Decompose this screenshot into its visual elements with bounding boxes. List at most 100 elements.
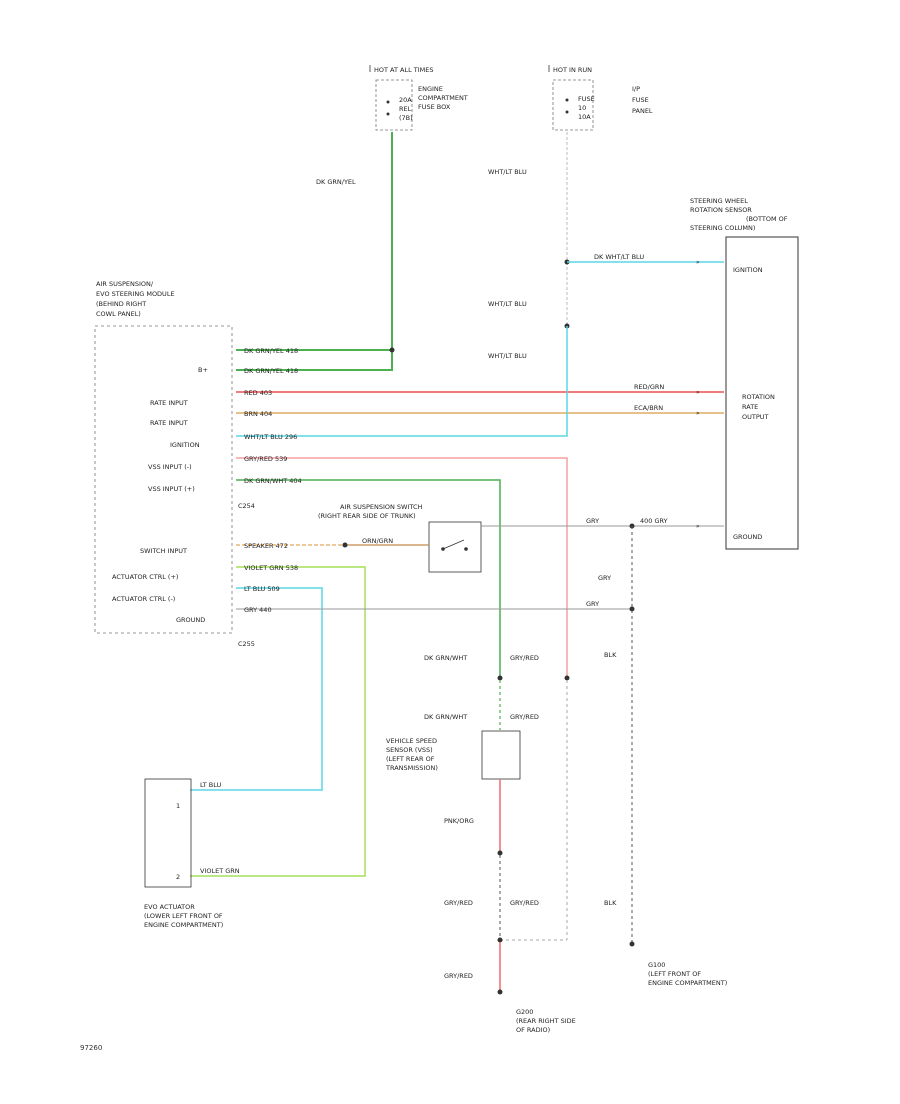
wire-act-minus <box>190 587 323 791</box>
label-sens-red: RED/GRN <box>634 383 664 391</box>
fuse-hot-desc-1: ENGINE <box>418 85 443 93</box>
fuse-run-dot-1 <box>565 98 569 102</box>
label-wht-lt-blu-b: WHT/LT BLU <box>488 300 527 308</box>
splice-vss-3 <box>497 850 503 856</box>
g200-title-2: (REAR RIGHT SIDE <box>516 1017 576 1025</box>
label-wht-lt-blu-a: WHT/LT BLU <box>488 168 527 176</box>
wire-grn-2 <box>236 350 393 371</box>
module-pin-rate-1: RATE INPUT <box>150 399 188 407</box>
label-m-dk-grn-yel-2: DK GRN/YEL 418 <box>244 367 298 375</box>
label-gry-red-1: GRY/RED <box>510 654 539 662</box>
label-blk-2: BLK <box>604 899 617 907</box>
sensor-rotation-3: OUTPUT <box>742 413 769 421</box>
wire-module-ignition <box>236 326 568 437</box>
label-gry-1: GRY <box>586 517 599 525</box>
splice-vss-1 <box>497 675 503 681</box>
sensor-title-3: (BOTTOM OF <box>746 215 788 223</box>
label-m-wht-lt-blu: WHT/LT BLU 296 <box>244 433 297 441</box>
actuator-box <box>144 778 192 888</box>
fuse-hot-fuse-label: REL <box>399 105 412 113</box>
g100-title-3: ENGINE COMPARTMENT) <box>648 979 727 987</box>
label-m-sw: SPEAKER 472 <box>244 542 288 550</box>
vss-title-3: (LEFT REAR OF <box>386 755 435 763</box>
fuse-run-desc-3: PANEL <box>632 107 653 115</box>
fuse-hot-dot-1 <box>386 100 390 104</box>
module-pin-ground: GROUND <box>176 616 205 624</box>
fuse-hot-dot-2 <box>386 112 390 116</box>
label-dk-wht-lt-blu: DK WHT/LT BLU <box>594 253 644 261</box>
module-pin-ignition: IGNITION <box>170 441 200 449</box>
actuator-title-3: ENGINE COMPARTMENT) <box>144 921 223 929</box>
fuse-hot-desc-2: COMPARTMENT <box>418 94 468 102</box>
label-m-gry-red: GRY/RED 539 <box>244 455 287 463</box>
switch-title-2: (RIGHT REAR SIDE OF TRUNK) <box>318 512 416 520</box>
fuse-run-line-1: FUSE <box>578 95 595 103</box>
fuse-run-desc-1: I/P <box>632 85 640 93</box>
g100-title-1: G100 <box>648 961 665 969</box>
g200-title-1: G200 <box>516 1008 533 1016</box>
switch-title-1: AIR SUSPENSION SWITCH <box>340 503 423 511</box>
sensor-rotation-1: ROTATION <box>742 393 775 401</box>
sensor-title-1: STEERING WHEEL <box>690 197 748 205</box>
label-m-red: RED 403 <box>244 389 272 397</box>
module-pin-vss-plus: VSS INPUT (+) <box>148 485 195 493</box>
label-gry-red-2: GRY/RED <box>510 713 539 721</box>
sensor-ignition: IGNITION <box>733 266 763 274</box>
fuse-hot-rating: 20A <box>399 96 412 104</box>
actuator-title-2: (LOWER LEFT FRONT OF <box>144 912 223 920</box>
splice-vss-4 <box>497 937 503 943</box>
fuse-run-outline <box>552 79 594 131</box>
label-gry-vert: GRY <box>598 574 611 582</box>
vss-title-2: SENSOR (VSS) <box>386 746 433 754</box>
label-lt-blu: LT BLU <box>200 781 222 789</box>
label-m-brn: BRN 404 <box>244 410 272 418</box>
page-tag: 97260 <box>80 1044 103 1052</box>
module-pin-vss-minus: VSS INPUT (-) <box>148 463 192 471</box>
sensor-rotation-2: RATE <box>742 403 758 411</box>
pin-sensor-red: » <box>696 389 700 396</box>
label-m-gnd: GRY 440 <box>244 606 272 614</box>
steering-sensor: STEERING WHEEL ROTATION SENSOR (BOTTOM O… <box>690 197 799 550</box>
module-title-1: AIR SUSPENSION/ <box>96 280 154 288</box>
label-blk-1: BLK <box>604 651 617 659</box>
fuse-run-line-2: 10 <box>578 104 586 112</box>
fuse-hot-outline <box>375 79 413 131</box>
module-connector-c254: C254 <box>238 502 255 510</box>
vss-title-1: VEHICLE SPEED <box>386 737 437 745</box>
wire-vss-minus <box>236 457 568 678</box>
g200-title-3: OF RADIO) <box>516 1026 550 1034</box>
splice-vss-2 <box>564 675 570 681</box>
module-title-3: (BEHIND RIGHT <box>96 300 146 308</box>
sensor-title-2: ROTATION SENSOR <box>690 206 752 214</box>
switch-contact-2 <box>464 547 468 551</box>
wire-vss-plus <box>236 479 501 678</box>
module-title-4: COWL PANEL) <box>96 310 141 318</box>
label-gry-red-3: GRY/RED <box>444 899 473 907</box>
g200-terminal <box>497 989 503 995</box>
wire-act-plus <box>190 566 366 877</box>
label-sens-brn: ECA/BRN <box>634 404 663 412</box>
label-m-lt-blu: LT BLU 509 <box>244 585 280 593</box>
module-pin-act-plus: ACTUATOR CTRL (+) <box>112 573 178 581</box>
module-pin-b-plus: B+ <box>198 366 208 374</box>
label-gry-2: GRY <box>586 600 599 608</box>
vss-box <box>481 730 521 780</box>
g100-terminal <box>629 941 635 947</box>
module-title-2: EVO STEERING MODULE <box>96 290 175 298</box>
module-pin-rate-2: RATE INPUT <box>150 419 188 427</box>
label-sens-gnd2: 400 GRY <box>640 517 668 525</box>
splice-switch <box>342 542 348 548</box>
fuse-box-hot: HOT AT ALL TIMES 20A REL (7B) ENGINE COM… <box>369 65 468 131</box>
fuse-run-desc-2: FUSE <box>632 96 649 104</box>
fuse-run-dot-2 <box>565 110 569 114</box>
module-box <box>94 325 233 634</box>
sensor-title-4: STEERING COLUMN) <box>690 224 755 232</box>
fuse-box-run: HOT IN RUN FUSE 10 10A I/P FUSE PANEL <box>548 65 653 131</box>
fuse-run-line-3: 10A <box>578 113 591 121</box>
switch-box[interactable] <box>428 521 482 573</box>
label-dk-grn-wht-2: DK GRN/WHT <box>424 713 467 721</box>
sensor-box <box>725 236 799 550</box>
splice-grn <box>389 347 395 353</box>
fuse-hot-desc-3: FUSE BOX <box>418 103 451 111</box>
actuator-pin-bottom: 2 <box>176 873 180 881</box>
